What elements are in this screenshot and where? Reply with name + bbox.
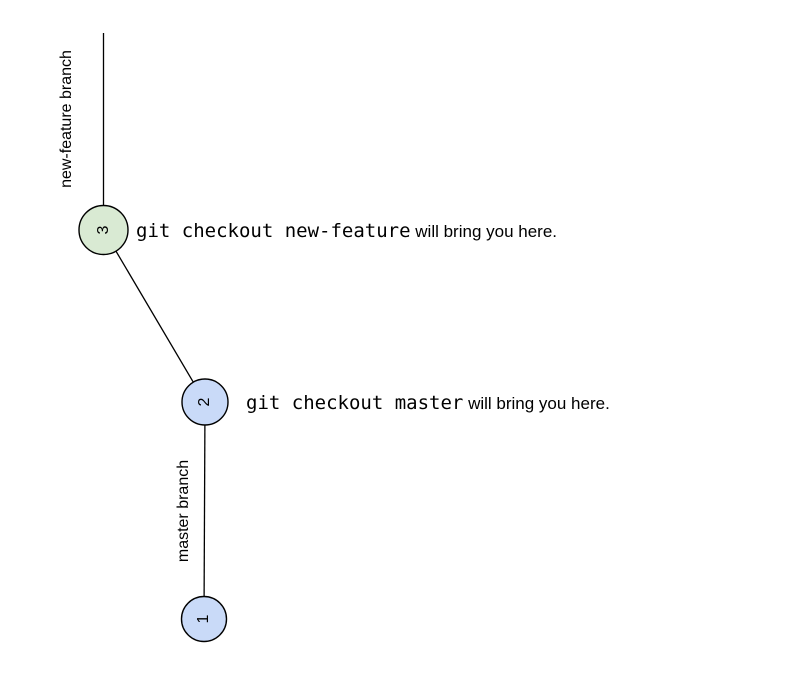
commit-node-2 [181,378,229,426]
git-command-master: git checkout master [246,392,464,414]
branch-label-master: master branch [175,459,192,563]
commit-node-3 [78,204,129,256]
commit-number-3: 3 [94,225,112,235]
annotation-suffix-master: will bring you here. [463,394,610,413]
branch-label-new-feature: new-feature branch [58,50,75,188]
commit-node-1 [180,595,228,643]
edge-commit3-to-commit2 [102,229,206,403]
edge-master-branch-line [203,401,206,620]
annotation-checkout-master: git checkout master will bring you here. [246,392,610,414]
annotation-suffix-new-feature: will bring you here. [410,222,558,241]
commit-number-2: 2 [196,397,213,407]
commit-number-1: 1 [195,614,212,624]
annotation-checkout-new-feature: git checkout new-feature will bring you … [136,220,557,242]
git-command-new-feature: git checkout new-feature [136,220,411,242]
